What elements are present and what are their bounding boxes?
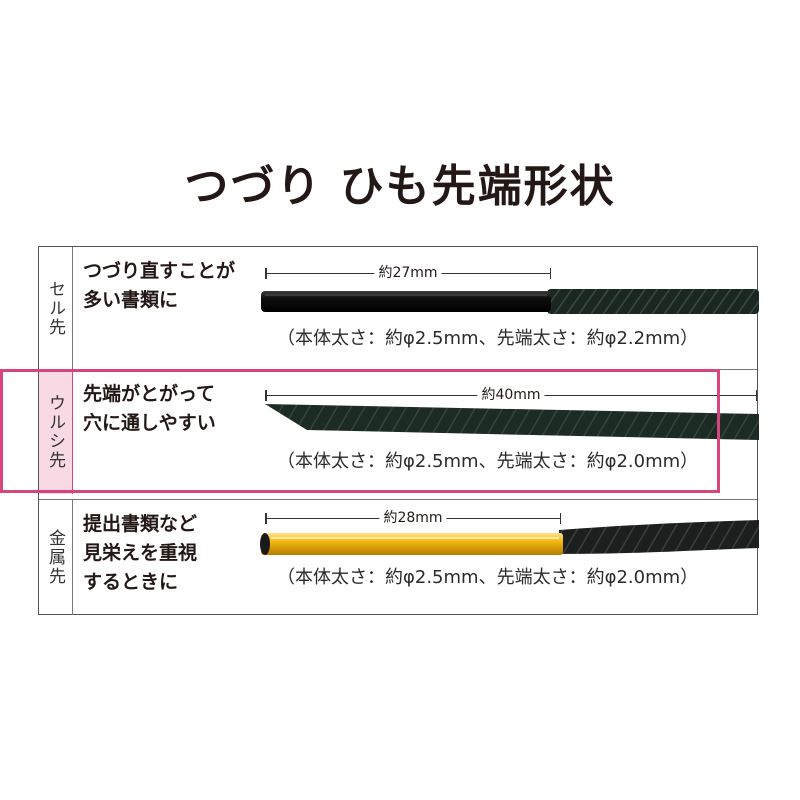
tip-type-cell: 金属先 [39, 500, 73, 615]
tip-length-label: 約28mm [379, 507, 447, 527]
spec-text: （本体太さ：約φ2.5mm、先端太さ：約φ2.2mm） [277, 328, 699, 349]
row-urushi-tip: ウルシ先 先端がとがって 穴に通しやすい 約40mm （本体太さ：約φ2.5mm… [39, 370, 759, 494]
urushi-tip-lace-image [265, 404, 759, 440]
tip-length-label: 約27mm [374, 262, 442, 282]
tip-type-label: ウルシ先 [45, 394, 65, 470]
row-description: つづり直すことが 多い書類に [83, 257, 253, 315]
page-title: つづり ひも先端形状 [184, 161, 616, 212]
description-line: つづり直すことが [83, 260, 236, 282]
description-line: 見栄えを重視 [83, 542, 198, 564]
cord-body [559, 520, 759, 554]
tip-type-label: セル先 [45, 279, 65, 337]
metal-tip [261, 533, 563, 555]
row-description: 提出書類など 見栄えを重視 するときに [83, 510, 253, 597]
tip-shape-table: セル先 つづり直すことが 多い書類に 約27mm [38, 246, 759, 615]
tip-type-label: 金属先 [45, 529, 65, 586]
metal-tip-lace-image [260, 520, 759, 555]
spec-text: （本体太さ：約φ2.5mm、先端太さ：約φ2.0mm） [277, 567, 699, 588]
tip-length-label: 約40mm [477, 384, 545, 404]
recommended-highlight-frame [0, 369, 720, 493]
tip-type-cell: セル先 [39, 247, 73, 369]
description-line: するときに [83, 571, 179, 593]
description-line: 提出書類など [83, 513, 198, 535]
tip-length-dimension: 約28mm [265, 507, 561, 527]
row-metal-tip: 金属先 提出書類など 見栄えを重視 するときに 約28mm [39, 499, 759, 615]
cell-tip [261, 291, 551, 312]
tip-length-dimension: 約27mm [265, 262, 551, 282]
row-cell-tip: セル先 つづり直すことが 多い書類に 約27mm [39, 247, 759, 370]
urushi-tip [265, 404, 759, 440]
description-line: 先端がとがって [83, 383, 216, 405]
description-line: 穴に通しやすい [83, 412, 216, 434]
cord-body [547, 289, 759, 314]
row-description: 先端がとがって 穴に通しやすい [83, 380, 253, 438]
description-line: 多い書類に [83, 289, 179, 311]
cell-tip-lace-image [261, 289, 759, 314]
tip-length-dimension: 約40mm [265, 384, 757, 404]
tip-type-cell: ウルシ先 [39, 370, 73, 494]
spec-text: （本体太さ：約φ2.5mm、先端太さ：約φ2.0mm） [277, 451, 699, 472]
